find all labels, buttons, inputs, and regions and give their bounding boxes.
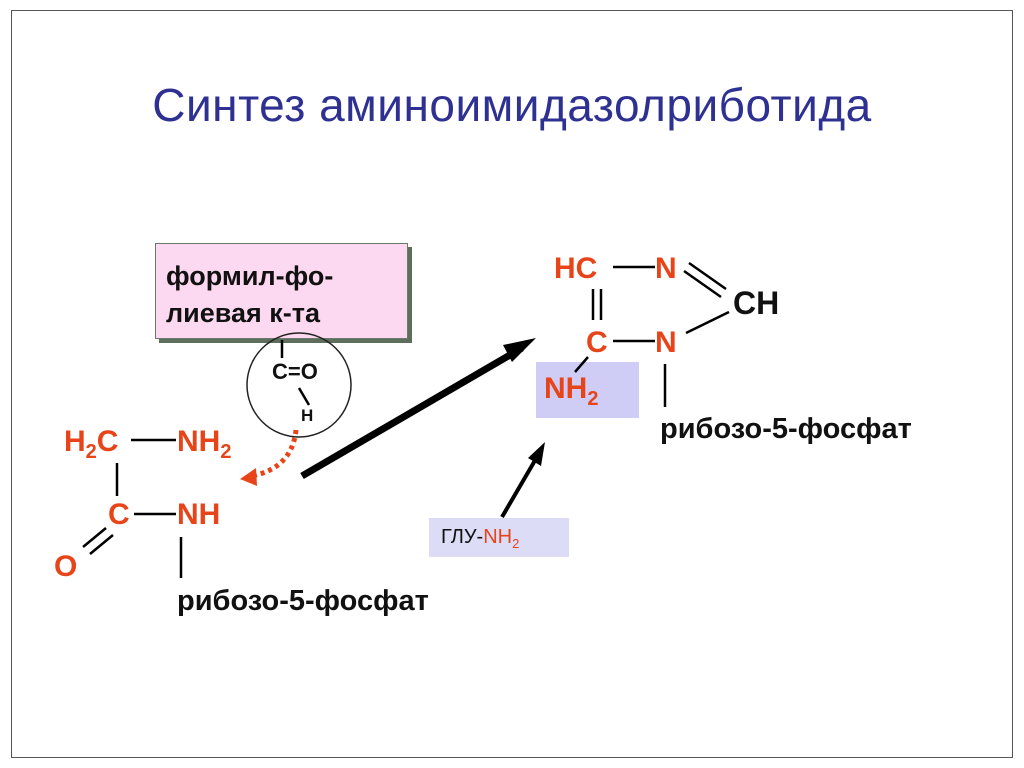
reactant-ribose-label: рибозо-5-фосфат (177, 585, 429, 617)
formyl-transfer-arrow (251, 429, 299, 479)
glutamine-nh-subscript: 2 (512, 536, 520, 551)
product-n-ch-double-2 (683, 269, 722, 299)
product-n-ch-double-1 (688, 261, 727, 291)
glutamine-label: ГЛУ-NH2 (441, 526, 519, 551)
reactant-ch2-c: C (96, 425, 119, 458)
reactant-co-bond-2 (89, 534, 114, 555)
product-ribose-label: рибозо-5-фосфат (660, 413, 912, 445)
glutamine-box: ГЛУ-NH2 (429, 518, 569, 557)
reactant-ch2-subscript: 2 (85, 441, 97, 463)
formyl-h-label: H (301, 406, 314, 425)
formyl-folic-line2: лиевая к-та (166, 298, 321, 328)
product-nh2-highlight (536, 362, 639, 418)
product-c-nh2-bond (574, 356, 589, 373)
formyl-circle (246, 332, 352, 438)
slide-frame (11, 10, 1013, 758)
reaction-arrow-line (300, 344, 524, 480)
glutamine-nh: NH (483, 526, 513, 548)
reaction-arrowhead (503, 338, 536, 362)
glutamine-arrow-line (500, 455, 539, 519)
glutamine-arrowhead (528, 442, 545, 466)
formyl-transfer-arrowhead (240, 468, 257, 486)
formyl-folic-acid-box: формил-фо- лиевая к-та (155, 243, 408, 339)
formyl-folic-acid-label: формил-фо- лиевая к-та (166, 258, 333, 332)
formyl-c-h-bond (297, 387, 311, 406)
reactant-ch2-h: H (64, 425, 86, 458)
reactant-co-bond-1 (82, 527, 107, 548)
product-ch-label: CH (733, 285, 780, 321)
reactant-nh2-label: NH2 (177, 425, 231, 464)
reactant-nh-label: NH (177, 498, 221, 531)
product-n-bottom-label: N (655, 326, 677, 359)
slide-title: Синтез аминоимидазолриботида (152, 79, 872, 131)
product-nh2-subscript: 2 (587, 388, 599, 410)
reactant-ch2-label: H2C (64, 425, 118, 464)
reactant-nh2-subscript: 2 (220, 441, 232, 463)
formyl-co-label: C=O (272, 359, 318, 384)
product-c-label: C (586, 326, 608, 359)
product-nh2-label: NH2 (544, 372, 598, 411)
glutamine-prefix: ГЛУ- (441, 526, 484, 548)
product-ch-n-bond (685, 310, 730, 335)
reactant-c-label: C (108, 498, 130, 531)
reactant-nh2-main: NH (177, 425, 221, 458)
product-nh2-main: NH (544, 372, 588, 405)
product-n-top-label: N (655, 252, 677, 285)
formyl-folic-line1: формил-фо- (166, 261, 334, 291)
reactant-o-label: O (54, 550, 78, 583)
product-hc-label: HC (554, 252, 598, 285)
